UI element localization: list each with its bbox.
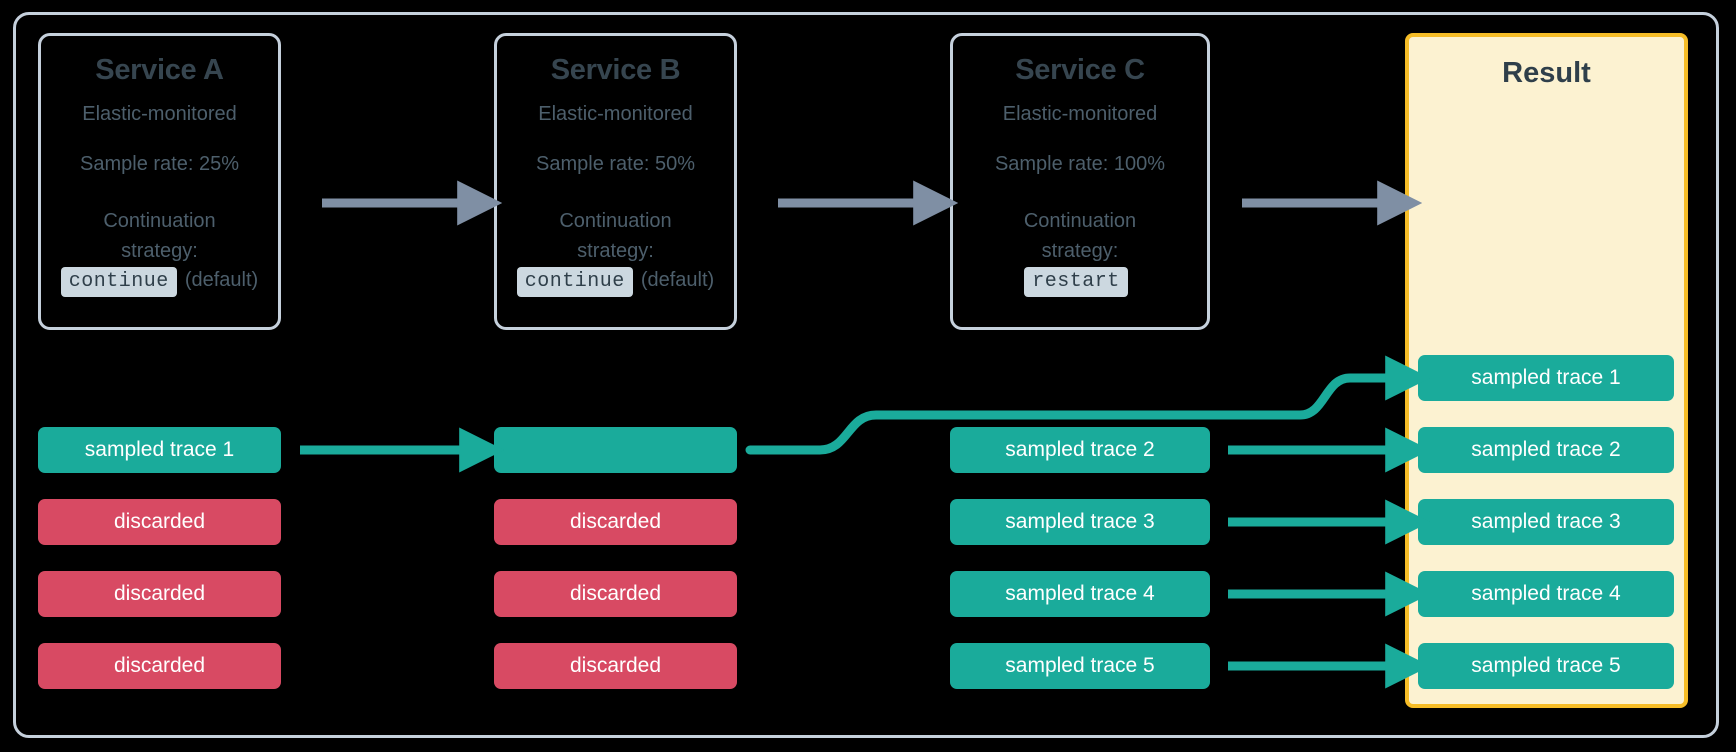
service-c-sample-rate: Sample rate: 100% [994, 153, 1166, 175]
trace-pill-b-4: discarded [494, 643, 737, 689]
trace-pill-c-1: sampled trace 2 [950, 427, 1210, 473]
trace-pill-c-3: sampled trace 4 [950, 571, 1210, 617]
trace-pill-b-1 [494, 427, 737, 473]
result-title: Result [1502, 57, 1591, 89]
trace-pill-a-3: discarded [38, 571, 281, 617]
service-b-strategy-note: (default) [640, 269, 715, 291]
service-b-sample-rate: Sample rate: 50% [536, 153, 695, 175]
service-a-strategy-line2: strategy: [121, 240, 198, 262]
trace-pill-c-2: sampled trace 3 [950, 499, 1210, 545]
service-a-sample-rate: Sample rate: 25% [80, 153, 239, 175]
service-c-strategy-line2: strategy: [1041, 240, 1119, 262]
service-card-a: Service A Elastic-monitored Sample rate:… [38, 33, 281, 330]
trace-pill-result-4: sampled trace 4 [1418, 571, 1674, 617]
service-a-title: Service A [95, 54, 224, 86]
service-b-strategy-label: Continuation strategy: [559, 206, 671, 266]
trace-pill-a-4: discarded [38, 643, 281, 689]
trace-pill-result-2: sampled trace 2 [1418, 427, 1674, 473]
service-b-subtitle: Elastic-monitored [538, 103, 693, 125]
service-card-b: Service B Elastic-monitored Sample rate:… [494, 33, 737, 330]
service-c-subtitle: Elastic-monitored [1002, 103, 1158, 125]
service-c-title: Service C [1015, 54, 1145, 86]
service-b-strategy-line2: strategy: [577, 240, 654, 262]
trace-pill-c-4: sampled trace 5 [950, 643, 1210, 689]
service-b-strategy-badge: continue [516, 267, 633, 297]
service-a-strategy-badge: continue [60, 267, 177, 297]
service-c-strategy-line1: Continuation [1023, 210, 1137, 232]
trace-pill-b-3: discarded [494, 571, 737, 617]
trace-pill-b-2: discarded [494, 499, 737, 545]
trace-pill-a-2: discarded [38, 499, 281, 545]
service-c-strategy-badge: restart [1024, 267, 1128, 297]
diagram-outer-frame [13, 12, 1719, 738]
trace-pill-a-1: sampled trace 1 [38, 427, 281, 473]
service-a-strategy-label: Continuation strategy: [103, 206, 215, 266]
service-c-strategy-label: Continuation strategy: [1024, 206, 1136, 266]
trace-pill-result-3: sampled trace 3 [1418, 499, 1674, 545]
service-a-subtitle: Elastic-monitored [82, 103, 237, 125]
service-c-strategy-value-row: restart [1024, 267, 1136, 297]
service-b-strategy-value-row: continue (default) [516, 267, 715, 297]
service-b-title: Service B [550, 54, 681, 86]
service-b-strategy-line1: Continuation [559, 210, 672, 232]
service-a-strategy-line1: Continuation [103, 210, 216, 232]
service-a-strategy-note: (default) [184, 269, 259, 291]
trace-pill-result-5: sampled trace 5 [1418, 643, 1674, 689]
trace-pill-result-1: sampled trace 1 [1418, 355, 1674, 401]
service-card-c: Service C Elastic-monitored Sample rate:… [950, 33, 1210, 330]
service-a-strategy-value-row: continue (default) [60, 267, 259, 297]
